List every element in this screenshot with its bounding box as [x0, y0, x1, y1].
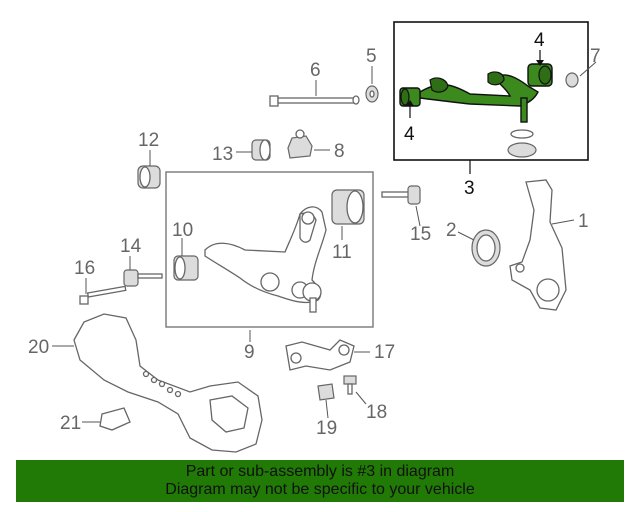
- callout-13: 13: [212, 144, 233, 165]
- bushing-10[interactable]: [173, 255, 199, 281]
- bracket-21[interactable]: [99, 407, 131, 431]
- callout-6: 6: [310, 60, 321, 81]
- callout-5: 5: [366, 46, 377, 67]
- callout-20: 20: [28, 337, 49, 358]
- banner-line-2: Diagram may not be specific to your vehi…: [165, 481, 475, 498]
- callout-9: 9: [244, 342, 255, 363]
- callout-14: 14: [120, 236, 142, 257]
- bushing-11[interactable]: [331, 189, 365, 225]
- washer-5[interactable]: [365, 85, 379, 103]
- bolt-6[interactable]: [269, 95, 360, 107]
- callout-7: 7: [590, 46, 601, 67]
- callout-17: 17: [374, 342, 395, 363]
- mount-8[interactable]: [287, 129, 313, 159]
- ball-joint-15[interactable]: [381, 185, 421, 205]
- bracket-17[interactable]: [285, 339, 355, 371]
- callout-1: 1: [578, 211, 589, 232]
- callout-4-left: 4: [404, 124, 415, 145]
- seal-2[interactable]: [471, 229, 501, 267]
- bushing-12[interactable]: [137, 165, 161, 189]
- bolt-16[interactable]: [79, 285, 127, 305]
- upper-control-arm[interactable]: [419, 71, 539, 158]
- nut-7[interactable]: [565, 72, 579, 88]
- callout-10: 10: [172, 220, 193, 241]
- bolt-18[interactable]: [343, 375, 357, 395]
- steering-knuckle-1[interactable]: [509, 179, 567, 311]
- bolt-14[interactable]: [123, 269, 163, 287]
- info-banner: Part or sub-assembly is #3 in diagram Di…: [16, 460, 624, 502]
- callout-16: 16: [74, 258, 95, 279]
- crossmember-20[interactable]: [73, 313, 263, 453]
- callout-8: 8: [334, 141, 345, 162]
- callout-21: 21: [60, 413, 81, 434]
- callout-18: 18: [366, 402, 387, 423]
- upper-arm-group-box: [393, 21, 589, 161]
- bushing-13[interactable]: [251, 139, 271, 161]
- cap-19[interactable]: [317, 383, 335, 401]
- callout-19: 19: [316, 418, 337, 439]
- banner-line-1: Part or sub-assembly is #3 in diagram: [185, 463, 455, 480]
- callout-3: 3: [464, 178, 475, 199]
- lower-control-arm[interactable]: [204, 206, 327, 313]
- callout-15: 15: [410, 224, 431, 245]
- callout-2: 2: [446, 220, 457, 241]
- callout-12: 12: [138, 130, 159, 151]
- bushing-right[interactable]: [527, 63, 553, 87]
- callout-11: 11: [332, 242, 352, 263]
- lower-arm-group-box: [165, 171, 374, 328]
- callout-4-top: 4: [534, 30, 545, 51]
